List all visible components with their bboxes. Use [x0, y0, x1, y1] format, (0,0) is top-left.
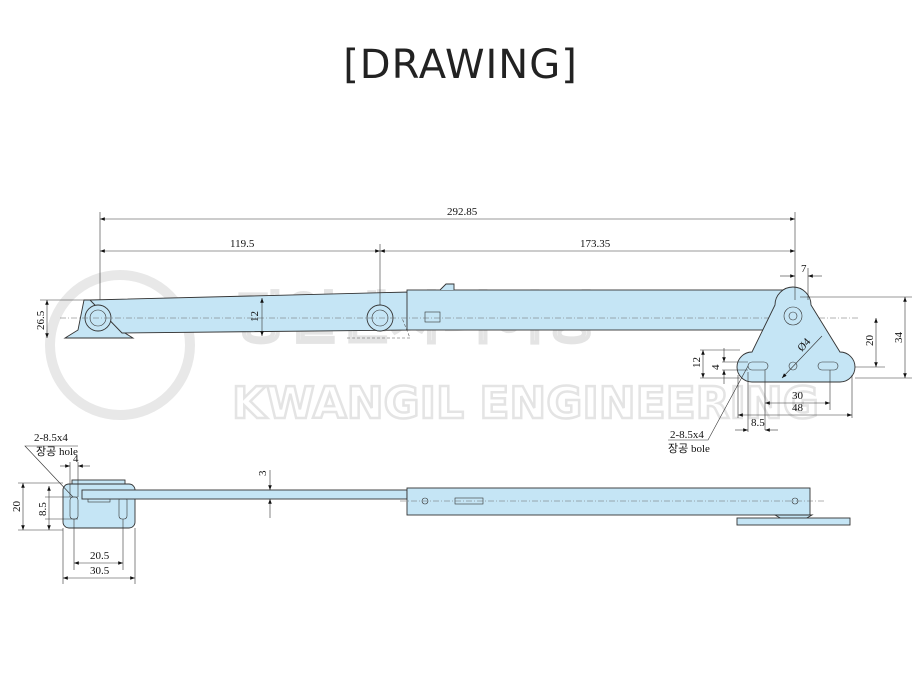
dim-slot-pitch-bottom: 20.5 [90, 550, 110, 562]
dim-slot-length-bottom: 8.5 [37, 502, 49, 516]
dim-left-span: 119.5 [230, 238, 255, 250]
hole-note-line1: 2-8.5x4 [670, 429, 704, 441]
dim-base-height: 12 [691, 357, 703, 368]
dim-right-span: 173.35 [580, 238, 611, 250]
gas-cylinder-side [406, 487, 811, 516]
dim-base-width: 48 [792, 402, 804, 414]
dim-offset: 7 [801, 263, 807, 275]
right-mount-bracket [736, 286, 856, 383]
bottom-view: 3 20 8.5 4 20.5 30.5 2-8.5x4 장공 hol [11, 432, 851, 584]
dim-plate-height: 20 [11, 501, 23, 513]
hole-note-line2: 장공 bole [668, 442, 710, 455]
hole-note-bottom-line2: 장공 hole [36, 445, 78, 458]
slot-hole [817, 361, 839, 371]
gas-cylinder [406, 289, 796, 331]
page-title: [DRAWING] [343, 42, 578, 88]
dim-pivot-height: 20 [864, 335, 876, 347]
top-view: 292.85 119.5 173.35 26.5 12 7 20 34 [35, 206, 912, 455]
dim-slot-pitch: 30 [792, 390, 804, 402]
dim-slot-width: 4 [710, 364, 722, 370]
dim-rod: 12 [249, 311, 261, 322]
dim-thickness: 3 [257, 470, 269, 476]
middle-bracket-hidden [347, 317, 411, 339]
link-arm-side [81, 489, 408, 500]
dim-slot-width-bottom: 4 [73, 453, 79, 465]
dim-overall: 292.85 [447, 206, 478, 218]
dim-bracket-height: 26.5 [35, 310, 47, 330]
hole-note-bottom-line1: 2-8.5x4 [34, 432, 68, 444]
dim-total-height: 34 [893, 332, 905, 344]
watermark-english: KWANGIL ENGINEERING [232, 378, 819, 429]
right-base-plate-side [736, 517, 851, 526]
dim-plate-width: 30.5 [90, 565, 110, 577]
dim-slot-length: 8.5 [751, 417, 765, 429]
